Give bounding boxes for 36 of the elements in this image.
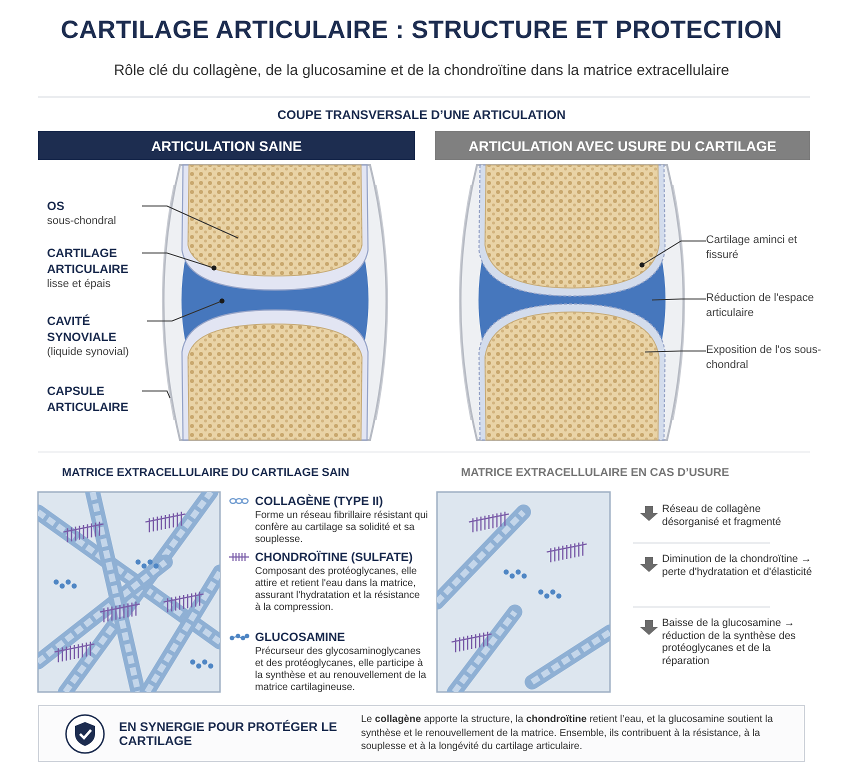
section-heading: COUPE TRANSVERSALE D’UNE ARTICULATION (276, 108, 567, 123)
callout-text: (liquide synovial) (47, 345, 130, 360)
summary-heading: EN SYNERGIE POUR PROTÉGER LE CARTILAGE (119, 720, 338, 748)
callout-heading: CARTILAGE ARTICULAIRE (47, 245, 130, 278)
effect-text: Diminution de la chondroïtine → perte d'hydratation et d'élasticité (662, 553, 812, 578)
component-description: Précurseur des glycosaminoglycanes et des protéoglycanes, elle participe à la synthèse et au renouvellement de la matrice cartilagineuse. (255, 646, 428, 694)
effect-text: Réseau de collagène désorganisé et fragmenté (662, 503, 782, 528)
leader-line (146, 298, 224, 322)
leader-line (142, 206, 238, 238)
section-heading: MATRICE EXTRACELLULAIRE DU CARTILAGE SAIN (62, 467, 350, 481)
component-heading: COLLAGÈNE (TYPE II) (255, 494, 384, 508)
component-description: Composant des protéoglycanes, elle attire et retient l'eau dans la matrice, assurant l'hydratation et la résistance à la compression. (255, 566, 421, 614)
section-heading: MATRICE EXTRACELLULAIRE EN CAS D’USURE (461, 467, 730, 481)
callout-text: Cartilage aminci et fissuré (706, 233, 798, 263)
title: CARTILAGE ARTICULAIRE : STRUCTURE ET PROTECTION (60, 16, 784, 45)
leader-line (640, 240, 706, 268)
leader-line (644, 350, 706, 352)
leader-line (142, 390, 170, 398)
leader-line (142, 252, 216, 270)
section-header-band: ARTICULATION SAINE (38, 131, 415, 160)
callout-heading: CAVITÉ SYNOVIALE (47, 313, 118, 346)
effect-text: Baisse de la glucosamine → réduction de la synthèse des protéoglycanes et de la réparation (662, 617, 797, 668)
summary-panel (38, 705, 805, 762)
callout-heading: OS (47, 198, 66, 214)
section-header-band: ARTICULATION AVEC USURE DU CARTILAGE (435, 131, 810, 160)
leader-line (652, 298, 706, 300)
component-heading: GLUCOSAMINE (255, 630, 346, 644)
callout-text: lisse et épais (47, 277, 112, 292)
callout-text: Exposition de l'os sous-chondral (706, 343, 822, 373)
callout-text: Réduction de l'espace articulaire (706, 291, 815, 321)
component-description: Forme un réseau fibrillaire résistant qui confère au cartilage sa solidité et sa souplesse. (255, 510, 429, 546)
callout-text: sous-chondral (47, 214, 118, 230)
component-heading: CHONDROÏTINE (SULFATE) (255, 550, 414, 564)
subtitle: Rôle clé du collagène, de la glucosamine et de la chondroïtine dans la matrice extracellulaire (112, 62, 730, 80)
summary-text: Le collagène apporte la structure, la chondroïtine retient l’eau, et la glucosamine soutient la synthèse et le renouvellement de la matrice. Ensemble, ils contribuent à la résistance, à la souplesse et à la longévité du cartilage articulaire. (361, 713, 774, 754)
callout-heading: CAPSULE ARTICULAIRE (47, 383, 130, 416)
